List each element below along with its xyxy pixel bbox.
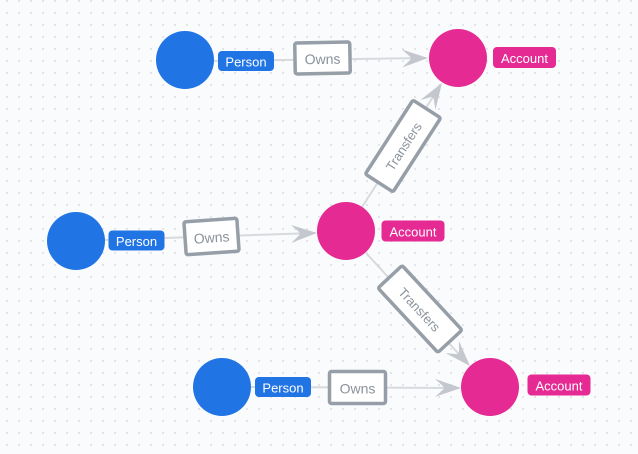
arrowhead-transfers-2	[445, 340, 470, 366]
node-account-1-circle[interactable]	[429, 29, 487, 87]
badge-account-3-label: Account	[536, 379, 583, 394]
node-person-2-circle[interactable]	[47, 212, 105, 270]
badge-account-3[interactable]: Account	[527, 374, 591, 396]
badge-account-2-label: Account	[390, 225, 437, 240]
badge-account-2[interactable]: Account	[381, 220, 445, 242]
nodes	[47, 29, 519, 416]
relationship-owns-1[interactable]: Owns	[293, 40, 352, 76]
badge-account-2-rect[interactable]	[381, 220, 445, 242]
badge-person-3-label: Person	[262, 381, 303, 396]
badge-person-3-rect[interactable]	[255, 377, 311, 397]
badge-person-3[interactable]: Person	[255, 377, 311, 397]
badge-account-1-label: Account	[501, 51, 548, 66]
arrowhead-owns-1	[401, 49, 428, 68]
arrowhead-owns-2	[290, 224, 317, 243]
relationship-owns-1-box[interactable]	[293, 40, 352, 76]
arrowhead-owns-3	[434, 378, 461, 397]
node-account-3-circle[interactable]	[461, 358, 519, 416]
badge-account-3-rect[interactable]	[527, 374, 591, 396]
relationship-owns-2-box[interactable]	[182, 216, 241, 257]
relationship-transfers-1-box[interactable]	[364, 99, 442, 193]
badge-person-1-label: Person	[225, 55, 266, 70]
relationship-owns-2-label: Owns	[193, 228, 230, 246]
relationship-owns-3[interactable]: Owns	[327, 369, 388, 406]
node-account-2-circle[interactable]	[317, 202, 375, 260]
badge-person-2-label: Person	[116, 234, 157, 249]
node-person-1-circle[interactable]	[156, 31, 214, 89]
badge-account-1[interactable]: Account	[493, 47, 556, 68]
relationship-transfers-2-box[interactable]	[377, 264, 463, 354]
edge-arrowheads	[290, 49, 470, 397]
badge-person-2-rect[interactable]	[108, 230, 165, 251]
badge-person-1[interactable]: Person	[218, 51, 274, 71]
relationship-owns-3-label: Owns	[340, 381, 376, 397]
badge-account-1-rect[interactable]	[493, 47, 556, 68]
relationship-owns-1-label: Owns	[304, 51, 340, 68]
badge-person-1-rect[interactable]	[218, 51, 274, 71]
arrowhead-transfers-1	[420, 83, 442, 110]
badge-person-2[interactable]: Person	[108, 230, 165, 251]
relationship-owns-2[interactable]: Owns	[182, 216, 241, 257]
relationship-transfers-1[interactable]: Transfers	[364, 99, 442, 193]
relationship-owns-3-box[interactable]	[327, 369, 388, 406]
node-person-3-circle[interactable]	[193, 358, 251, 416]
node-badges: Person Account Person Account Person Acc	[108, 47, 591, 397]
relationship-transfers-2[interactable]: Transfers	[377, 264, 463, 354]
